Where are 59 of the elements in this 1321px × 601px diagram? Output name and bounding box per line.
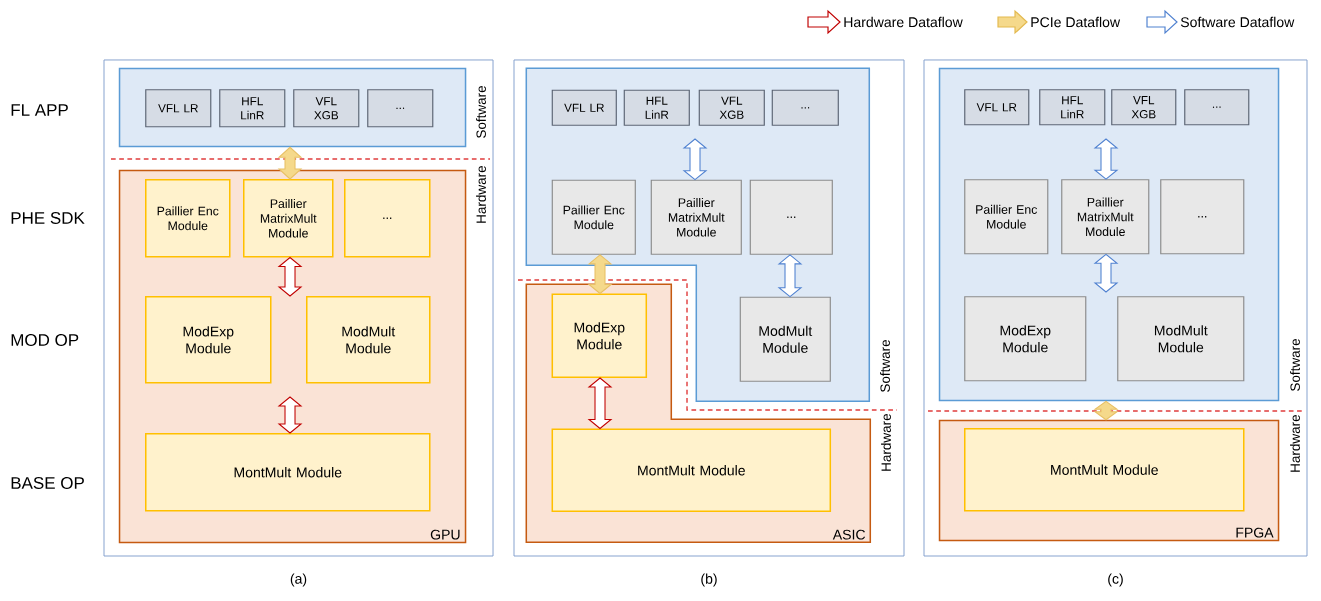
panel-caption: (a) (290, 573, 307, 587)
application-box: ... (367, 89, 434, 128)
level-label: PHE SDK (11, 211, 85, 224)
module-box: ModMult Module (1117, 296, 1245, 382)
application-box: VFL LR (145, 89, 212, 128)
module-box: Paillier MatrixMult Module (1061, 179, 1150, 255)
module-box: ModExp Module (551, 293, 648, 379)
legend-text: Hardware Dataflow (844, 16, 963, 28)
double-arrow (1093, 253, 1119, 293)
level-label: BASE OP (11, 476, 84, 489)
layer-label: Software (880, 340, 890, 392)
level-label: MOD OP (11, 333, 79, 346)
layer-label: Hardware (881, 414, 891, 471)
double-arrow (1093, 400, 1119, 421)
double-arrow (1093, 138, 1119, 180)
module-box: Paillier Enc Module (145, 179, 231, 258)
module-box: Paillier Enc Module (964, 179, 1049, 255)
level-label: FL APP (11, 104, 68, 116)
panel-caption: (b) (701, 573, 717, 587)
double-arrow (682, 138, 708, 181)
module-box: Paillier Enc Module (551, 179, 636, 255)
module-box: ... (749, 179, 833, 255)
module-box: ModMult Module (739, 296, 831, 382)
application-box: VFL XGB (293, 89, 360, 128)
double-arrow (587, 254, 613, 295)
panel-frame (513, 59, 905, 557)
module-box: ... (344, 179, 431, 258)
application-box: VFL XGB (1111, 89, 1177, 126)
layer-label: Hardware (1290, 415, 1300, 472)
panel-frame (923, 59, 1308, 557)
layer-label: Hardware (476, 166, 486, 223)
double-arrow (277, 256, 303, 297)
application-box: ... (1184, 89, 1250, 126)
module-box: MontMult Module (964, 428, 1245, 512)
double-arrow (277, 146, 303, 180)
module-box: Paillier MatrixMult Module (650, 179, 742, 255)
panel-frame (103, 59, 494, 557)
module-box: MontMult Module (551, 428, 832, 513)
double-arrow (587, 377, 613, 430)
module-box: Paillier MatrixMult Module (243, 179, 334, 258)
double-arrow (277, 396, 303, 434)
layer-label: Software (476, 86, 486, 138)
application-box: HFL LinR (219, 89, 286, 128)
module-box: ModExp Module (145, 296, 272, 384)
application-box: HFL LinR (1039, 89, 1106, 126)
layer-label: Software (1290, 339, 1300, 391)
module-box: MontMult Module (145, 433, 431, 512)
module-box: ModExp Module (964, 296, 1087, 382)
module-box: ... (1160, 179, 1245, 255)
application-box: VFL XGB (698, 89, 765, 126)
application-box: ... (771, 89, 839, 126)
application-box: VFL LR (964, 89, 1030, 126)
module-box: ModMult Module (306, 296, 431, 384)
double-arrow (777, 254, 803, 298)
legend-text: PCIe Dataflow (1031, 16, 1121, 28)
legend-text: Software Dataflow (1180, 16, 1295, 28)
panel-caption: (c) (1108, 573, 1123, 587)
application-box: VFL LR (551, 89, 617, 126)
application-box: HFL LinR (623, 89, 690, 126)
